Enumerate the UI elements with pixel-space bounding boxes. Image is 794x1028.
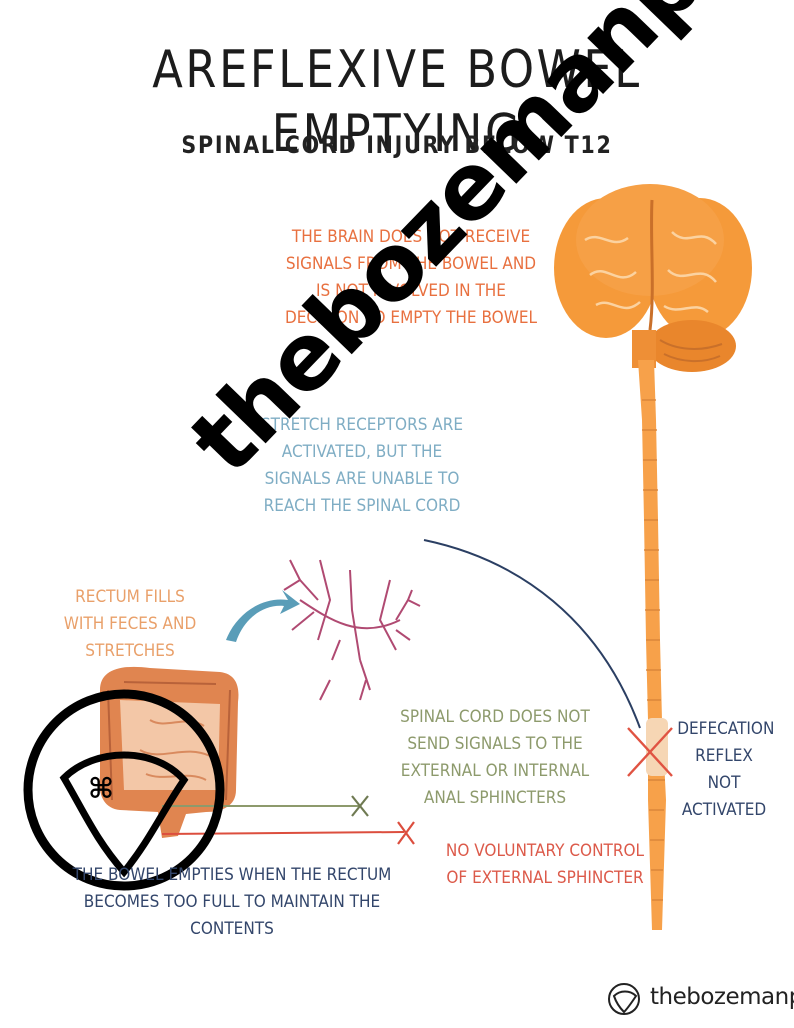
x-mark-icon — [351, 795, 369, 817]
stretch-receptor — [283, 559, 421, 701]
bowel-empties-note: The bowel empties when the rectum become… — [72, 865, 392, 939]
brain-note: The brain does not receive signals from … — [284, 227, 538, 328]
stretch-receptors-note: Stretch receptors are activated, but the… — [260, 415, 464, 516]
brain-illustration — [554, 184, 752, 372]
footer-brand: thebozemanpt — [650, 984, 794, 1010]
footer-logo-icon — [608, 983, 640, 1015]
svg-text:⌘: ⌘ — [88, 772, 114, 805]
page-title: Areflexive Bowel Emptying — [152, 40, 642, 164]
voluntary-control-note: No voluntary control of external sphinct… — [445, 841, 645, 888]
x-mark-icon — [397, 821, 415, 845]
cross-icon — [627, 727, 673, 777]
defecation-reflex-note: Defecation reflex not activated — [677, 719, 775, 820]
afferent-nerve — [423, 539, 641, 729]
watermark-logo-icon: ⌘ — [23, 689, 225, 891]
external-sphincter-line — [161, 831, 405, 835]
stretch-arrow — [226, 590, 300, 642]
rectum-note: Rectum fills with feces and stretches — [63, 587, 197, 661]
spinal-cord-note: Spinal cord does not send signals to the… — [400, 707, 590, 808]
page-subtitle: Spinal cord injury below T12 — [181, 131, 613, 159]
spinal-cord — [638, 360, 668, 930]
